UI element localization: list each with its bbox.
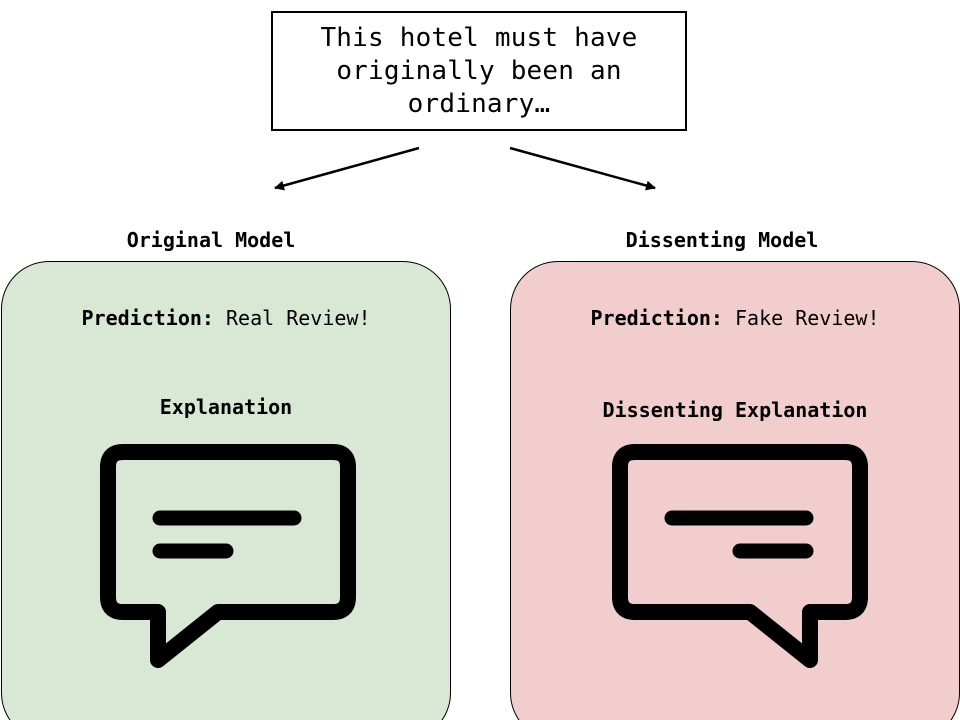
chat-bubble-icon — [100, 444, 356, 668]
input-review-box: This hotel must have originally been an … — [271, 11, 687, 131]
original-prediction: Prediction: Real Review! — [2, 306, 450, 330]
original-explanation-label: Explanation — [159, 395, 293, 419]
arrow-to-dissenting — [509, 146, 656, 191]
chat-bubble-icon — [612, 444, 868, 668]
original-prediction-value: Real Review! — [226, 306, 371, 330]
dissenting-prediction-label: Prediction: — [590, 306, 723, 330]
original-prediction-label: Prediction: — [81, 306, 214, 330]
dissenting-model-panel: Prediction: Fake Review! Dissenting Expl… — [510, 261, 960, 720]
dissenting-prediction-value: Fake Review! — [735, 306, 880, 330]
dissenting-model-title: Dissenting Model — [625, 228, 819, 252]
original-model-panel: Prediction: Real Review! Explanation — [1, 261, 451, 720]
arrow-to-original — [274, 146, 420, 191]
dissenting-explanation-label: Dissenting Explanation — [602, 398, 868, 422]
original-model-title: Original Model — [126, 228, 296, 252]
dissenting-prediction: Prediction: Fake Review! — [511, 306, 959, 330]
input-review-text: This hotel must have originally been an … — [320, 22, 638, 119]
